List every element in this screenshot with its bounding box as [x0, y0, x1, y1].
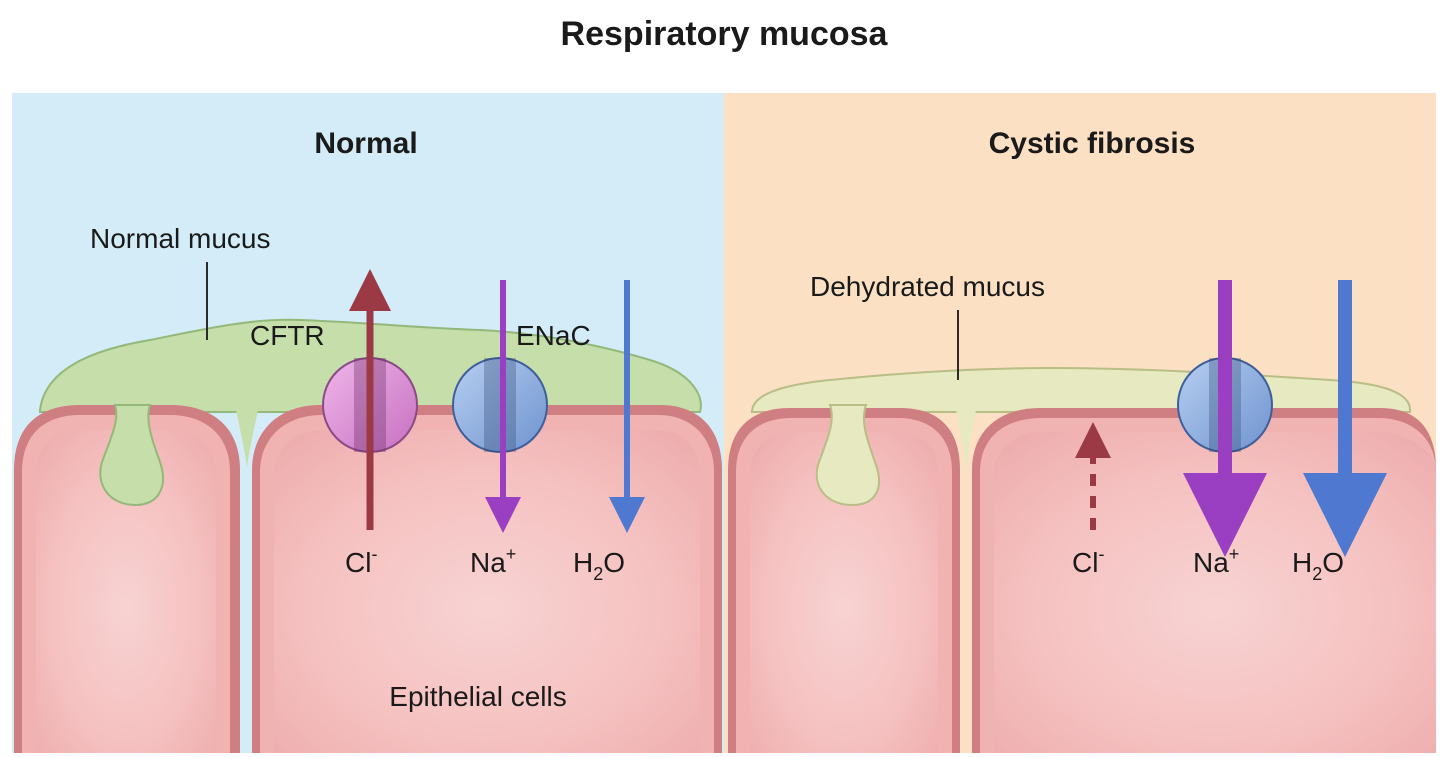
cf-cl-label: Cl-: [1072, 544, 1104, 578]
normal-h2o-label: H2O: [573, 547, 625, 584]
enac-label: ENaC: [516, 320, 591, 351]
normal-epithelial-cells: [14, 405, 722, 753]
normal-mucus-drip: [99, 404, 164, 507]
cf-h2o-label: H2O: [1292, 547, 1344, 584]
cftr-label: CFTR: [250, 320, 325, 351]
normal-panel-title: Normal: [314, 127, 417, 160]
cf-na-label: Na+: [1193, 544, 1239, 578]
epithelial-cells-label: Epithelial cells: [389, 681, 566, 712]
normal-mucus-label: Normal mucus: [90, 223, 270, 254]
dehydrated-mucus-drip: [815, 404, 880, 507]
normal-cl-label: Cl-: [345, 544, 377, 578]
diagram-title: Respiratory mucosa: [561, 15, 889, 53]
normal-na-label: Na+: [470, 544, 516, 578]
dehydrated-mucus-label: Dehydrated mucus: [810, 271, 1045, 302]
cf-panel-title: Cystic fibrosis: [989, 127, 1196, 160]
